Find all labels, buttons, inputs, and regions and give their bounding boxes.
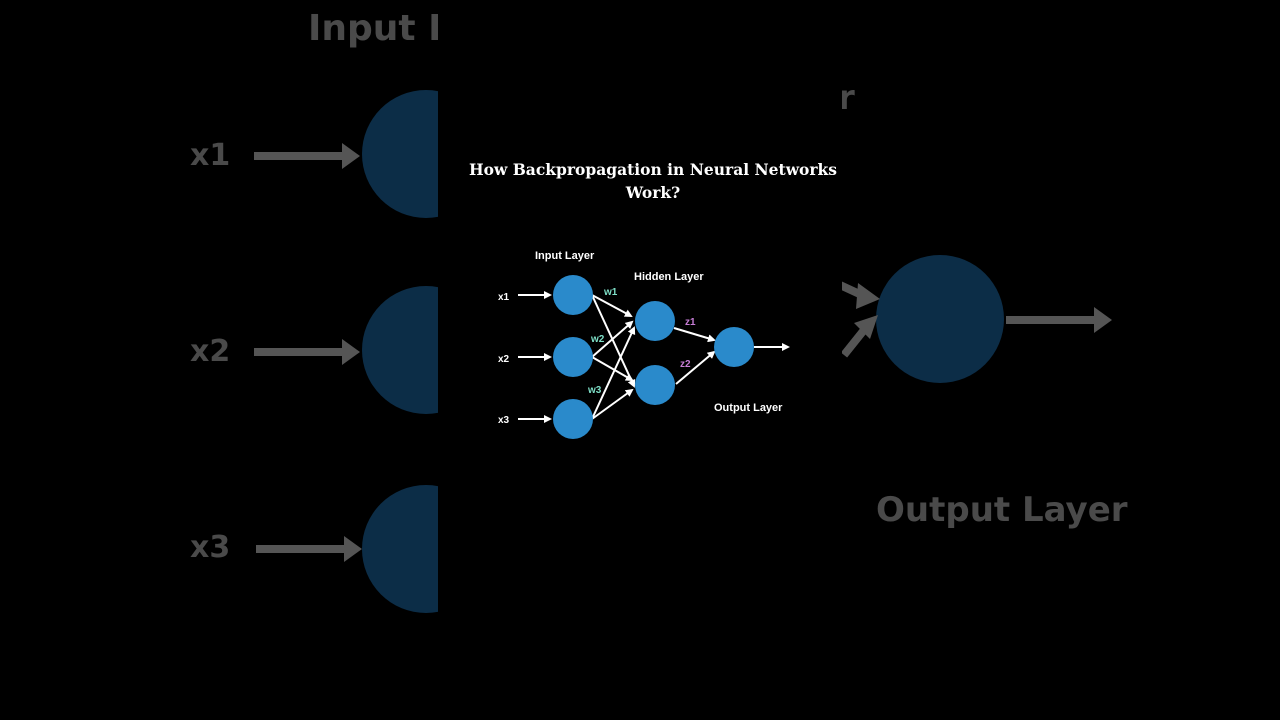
bg-hidden-layer-fragment: r: [838, 78, 855, 118]
neural-network-diagram: Input Layer Hidden Layer Output Layer x1…: [498, 250, 790, 439]
title-line-1: How Backpropagation in Neural Networks: [468, 160, 838, 179]
bg-x1-label: x1: [190, 138, 231, 173]
hidden-z1-label: z1: [685, 317, 696, 328]
bg-incoming-arrows: [838, 281, 880, 358]
input-hidden-connections: [591, 294, 636, 420]
weight-w3-label: w3: [587, 385, 602, 396]
bg-arrow-output: [1006, 307, 1112, 333]
edge-i1-h1: [591, 294, 633, 317]
output-layer-label: Output Layer: [714, 402, 783, 414]
bg-arrow-x3: [256, 536, 362, 562]
input-node-3: [553, 399, 593, 439]
input-x3-label: x3: [498, 415, 510, 426]
output-node: [714, 327, 754, 367]
bg-x3-label: x3: [190, 530, 231, 565]
center-panel: How Backpropagation in Neural Networks W…: [438, 0, 842, 720]
edge-i2-h2: [591, 356, 634, 381]
bg-output-layer-label: Output Layer: [876, 490, 1128, 530]
hidden-node-2: [635, 365, 675, 405]
input-node-1: [553, 275, 593, 315]
page-title: How Backpropagation in Neural Networks W…: [438, 158, 842, 204]
weight-w2-label: w2: [590, 334, 605, 345]
input-x1-label: x1: [498, 292, 510, 303]
input-node-2: [553, 337, 593, 377]
input-layer-label: Input Layer: [535, 250, 595, 262]
hidden-layer-label: Hidden Layer: [634, 271, 704, 283]
title-line-2: Work?: [625, 183, 681, 202]
hidden-node-1: [635, 301, 675, 341]
input-x2-label: x2: [498, 354, 510, 365]
edge-i3-h1: [591, 326, 636, 420]
bg-arrow-x1: [254, 143, 360, 169]
edge-h2-o: [675, 350, 716, 385]
bg-output-node: [876, 255, 1004, 383]
edge-h1-o: [673, 327, 716, 343]
edge-i3-h2: [591, 388, 634, 420]
weight-w1-label: w1: [603, 287, 618, 298]
hidden-z2-label: z2: [680, 359, 691, 370]
bg-x2-label: x2: [190, 334, 231, 369]
bg-arrow-x2: [254, 339, 360, 365]
edge-i1-h2: [591, 294, 636, 388]
edge-i2-h1: [591, 320, 634, 358]
